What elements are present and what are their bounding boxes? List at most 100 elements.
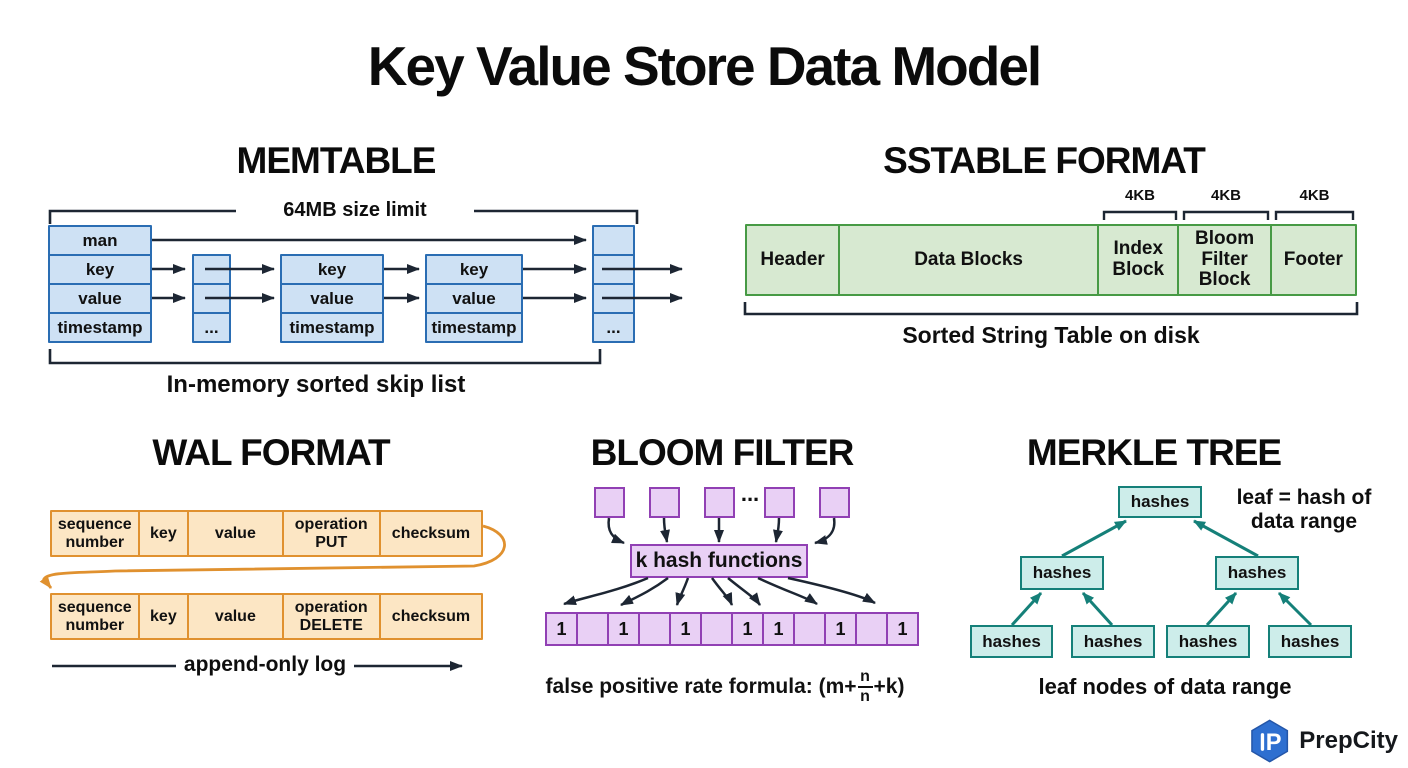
bloom-ellipsis: ... <box>740 481 760 506</box>
formula-prefix: false positive rate formula: (m+ <box>545 675 857 698</box>
merkle-annotation: leaf = hash of data range <box>1213 486 1395 534</box>
skiplist-cell: key <box>317 259 347 279</box>
wal-cell-value: value <box>187 512 281 555</box>
bit-cell <box>700 614 731 644</box>
memtable-caption: In-memory sorted skip list <box>166 371 466 398</box>
merkle-mid-node: hashes <box>1215 556 1299 590</box>
sstable-4kb-label-2: 4KB <box>1210 187 1241 204</box>
bit-cell <box>576 614 607 644</box>
skiplist-cell: timestamp <box>427 312 521 341</box>
svg-text:P: P <box>1266 730 1282 756</box>
merkle-caption: leaf nodes of data range <box>1038 674 1292 699</box>
wal-cell-key: key <box>137 595 188 638</box>
prepcity-logo-text: PrepCity <box>1299 727 1398 754</box>
skiplist-cell: value <box>282 283 382 312</box>
merkle-root-node: hashes <box>1118 486 1202 518</box>
sstable-heading: SSTABLE FORMAT <box>883 140 1206 181</box>
bloom-output-arrows <box>563 576 876 607</box>
wal-cell-seq: sequence number <box>57 516 132 551</box>
memtable-heading: MEMTABLE <box>236 140 437 181</box>
bloom-key-square <box>649 487 680 518</box>
skiplist-node-1: man key value timestamp <box>48 225 152 343</box>
merkle-leaf-node: hashes <box>1166 625 1250 658</box>
memtable-size-label: 64MB size limit <box>283 199 427 221</box>
skiplist-node-5: ... <box>592 225 635 343</box>
sstable-4kb-label-1: 4KB <box>1124 187 1155 204</box>
skiplist-cell: ... <box>594 312 633 341</box>
skiplist-cell: key <box>459 259 489 279</box>
bit-cell: 1 <box>731 614 762 644</box>
merkle-leaf-node: hashes <box>1268 625 1352 658</box>
sstable-block-index: Index Block <box>1097 226 1177 294</box>
bloom-key-square <box>819 487 850 518</box>
formula-denominator: n <box>860 688 870 706</box>
formula-suffix: +k) <box>873 675 905 698</box>
bit-cell <box>638 614 669 644</box>
skiplist-cell: timestamp <box>50 312 150 341</box>
wal-row-delete: sequence number key value operation DELE… <box>50 593 483 640</box>
merkle-annotation-line2: data range <box>1250 510 1358 534</box>
memtable-bottom-bracket <box>48 349 602 365</box>
wal-cell-checksum: checksum <box>378 512 481 555</box>
sstable-block-data: Data Blocks <box>838 226 1097 294</box>
bloom-hash-functions-box: k hash functions <box>630 544 808 578</box>
wal-cell-operation: operation PUT <box>281 512 379 555</box>
merkle-leaf-node: hashes <box>970 625 1053 658</box>
bit-cell: 1 <box>669 614 700 644</box>
wal-cell-checksum: checksum <box>378 595 481 638</box>
bloom-key-square <box>704 487 735 518</box>
wal-heading: WAL FORMAT <box>152 432 390 473</box>
skiplist-cell: key <box>50 254 150 283</box>
skiplist-cell <box>194 256 229 283</box>
bit-cell <box>793 614 824 644</box>
skiplist-cell: ... <box>194 312 229 341</box>
bloom-heading: BLOOM FILTER <box>590 432 855 473</box>
wal-cell-value: value <box>187 595 281 638</box>
wal-caption: append-only log <box>183 653 347 676</box>
wal-cell-seq: sequence number <box>57 599 132 634</box>
bit-cell <box>855 614 886 644</box>
skiplist-cell <box>594 254 633 283</box>
sstable-block-header: Header <box>760 248 825 270</box>
merkle-heading: MERKLE TREE <box>1026 432 1282 473</box>
wal-cell-operation: operation DELETE <box>281 595 379 638</box>
bloom-bit-array: 1 1 1 1 1 1 1 <box>545 612 919 646</box>
wal-row-put: sequence number key value operation PUT … <box>50 510 483 557</box>
skiplist-cell: value <box>50 283 150 312</box>
skiplist-node-4: key value timestamp <box>425 254 523 343</box>
wal-cell-key: key <box>137 512 188 555</box>
sstable-caption: Sorted String Table on disk <box>902 322 1200 348</box>
prepcity-hexagon-icon: P <box>1251 719 1289 763</box>
skiplist-cell <box>594 283 633 312</box>
sstable-bottom-bracket <box>743 302 1359 316</box>
bloom-key-square <box>764 487 795 518</box>
fraction-bar <box>857 685 873 689</box>
skiplist-cell <box>594 227 633 254</box>
skiplist-node-2: ... <box>192 254 231 343</box>
bloom-input-arrows <box>607 517 836 545</box>
bit-cell: 1 <box>762 614 793 644</box>
skiplist-cell <box>194 283 229 312</box>
sstable-bar: Header Data Blocks Index Block Bloom Fil… <box>745 224 1357 296</box>
skiplist-cell: timestamp <box>282 312 382 341</box>
bloom-key-square <box>594 487 625 518</box>
skiplist-node-3: key value timestamp <box>280 254 384 343</box>
bit-cell: 1 <box>886 614 917 644</box>
bit-cell: 1 <box>824 614 855 644</box>
skiplist-cell: man <box>82 230 118 250</box>
sstable-4kb-label-3: 4KB <box>1299 187 1330 204</box>
sstable-4kb-brackets <box>1102 210 1355 220</box>
merkle-mid-node: hashes <box>1020 556 1104 590</box>
formula-numerator: n <box>860 667 870 685</box>
merkle-annotation-line1: leaf = hash of <box>1236 486 1372 509</box>
merkle-leaf-node: hashes <box>1071 625 1155 658</box>
sstable-block-bloom: Bloom Filter Block <box>1177 226 1269 294</box>
bit-cell: 1 <box>607 614 638 644</box>
page-title: Key Value Store Data Model <box>367 35 1042 97</box>
skiplist-cell: value <box>427 283 521 312</box>
bit-cell: 1 <box>556 618 567 639</box>
prepcity-logo: P PrepCity <box>1248 718 1398 764</box>
